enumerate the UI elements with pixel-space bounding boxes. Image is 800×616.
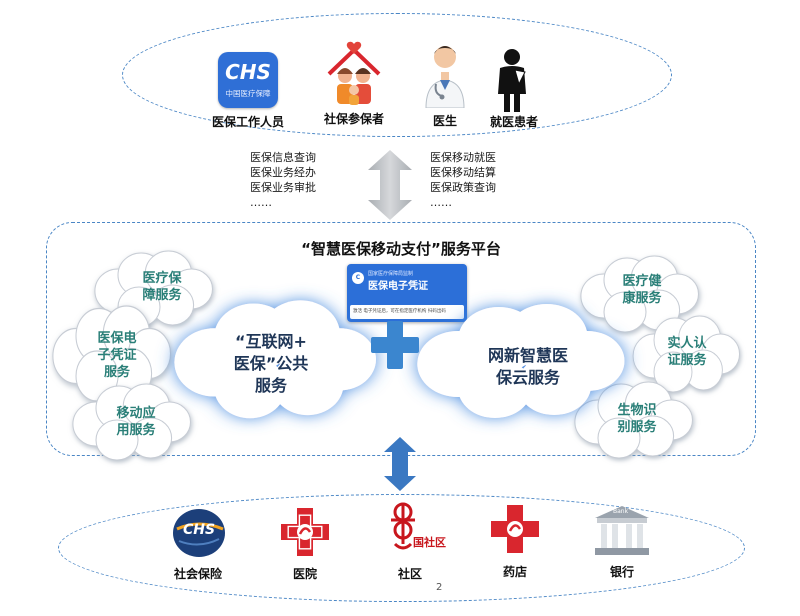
- family-house-icon: [325, 40, 383, 106]
- patient-icon: [492, 48, 532, 112]
- cloud-health-service-text: 医疗健 康服务: [622, 274, 662, 306]
- chs-app-icon: CHS 中国医疗保障: [218, 52, 278, 108]
- card-header-small: 国家医疗保障局监制: [368, 271, 414, 277]
- cloud-e-voucher-service-text: 医保电 子凭证 服务: [97, 331, 137, 380]
- chs-app-icon-text: CHS: [225, 60, 271, 84]
- insured-label: 社保参保者: [323, 112, 384, 126]
- card-title: 医保电子凭证: [368, 281, 428, 292]
- doctor-label: 医生: [432, 114, 457, 128]
- cloud-mobile-app-text: 移动应 用服务: [116, 406, 156, 438]
- hospital-cross-icon: [279, 506, 331, 558]
- card-footer-text: 激活 电子凭证后，可在指定医疗机构 扫码出码: [353, 309, 446, 314]
- card-logo-icon: C: [352, 272, 364, 284]
- platform-title: “智慧医保移动支付”服务平台: [301, 240, 501, 258]
- wisdom-medical-cloud-text: 网新智慧医 保云服务: [487, 346, 568, 387]
- cloud-medical-security-text: 医疗保 障服务: [142, 271, 182, 303]
- pharmacy-label: 药店: [502, 565, 527, 579]
- e-voucher-card: C 国家医疗保障局监制 医保电子凭证 激活 电子凭证后，可在指定医疗机构 扫码出…: [347, 264, 467, 322]
- bank-label: 银行: [609, 565, 634, 579]
- chs-globe-text: CHS: [182, 522, 216, 538]
- card-footer: 激活 电子凭证后，可在指定医疗机构 扫码出码: [350, 305, 464, 319]
- chs-app-icon-subtext: 中国医疗保障: [225, 89, 271, 98]
- bank-building-icon: Bank: [593, 504, 651, 556]
- bottom-institution-ellipse: [58, 494, 745, 602]
- pharmacy-cross-icon: [489, 503, 541, 555]
- page-number: 2: [436, 582, 443, 593]
- gray-double-arrow: [368, 150, 412, 220]
- right-services-list: 医保移动就医 医保移动结算 医保政策查询 ……: [430, 151, 496, 209]
- cloud-identity-service-text: 实人认 证服务: [667, 336, 707, 368]
- community-knot-text: 国社区: [413, 536, 446, 549]
- doctor-icon: [422, 42, 468, 109]
- community-knot-icon: 国社区: [385, 500, 449, 560]
- hospital-label: 医院: [292, 567, 317, 581]
- staff-label: 医保工作人员: [211, 115, 284, 129]
- cloud-biometric-service-text: 生物识 别服务: [617, 403, 657, 435]
- community-label: 社区: [397, 567, 422, 581]
- top-user-group-ellipse: [122, 13, 672, 137]
- internet-medical-public-text: “互联网+ 医保”公共 服务: [233, 332, 309, 395]
- social-insurance-label: 社会保险: [173, 567, 222, 581]
- left-services-list: 医保信息查询 医保业务经办 医保业务审批 ……: [250, 151, 316, 209]
- bank-building-text: Bank: [613, 508, 629, 515]
- chs-globe-icon: CHS: [171, 507, 227, 559]
- patient-label: 就医患者: [489, 115, 538, 129]
